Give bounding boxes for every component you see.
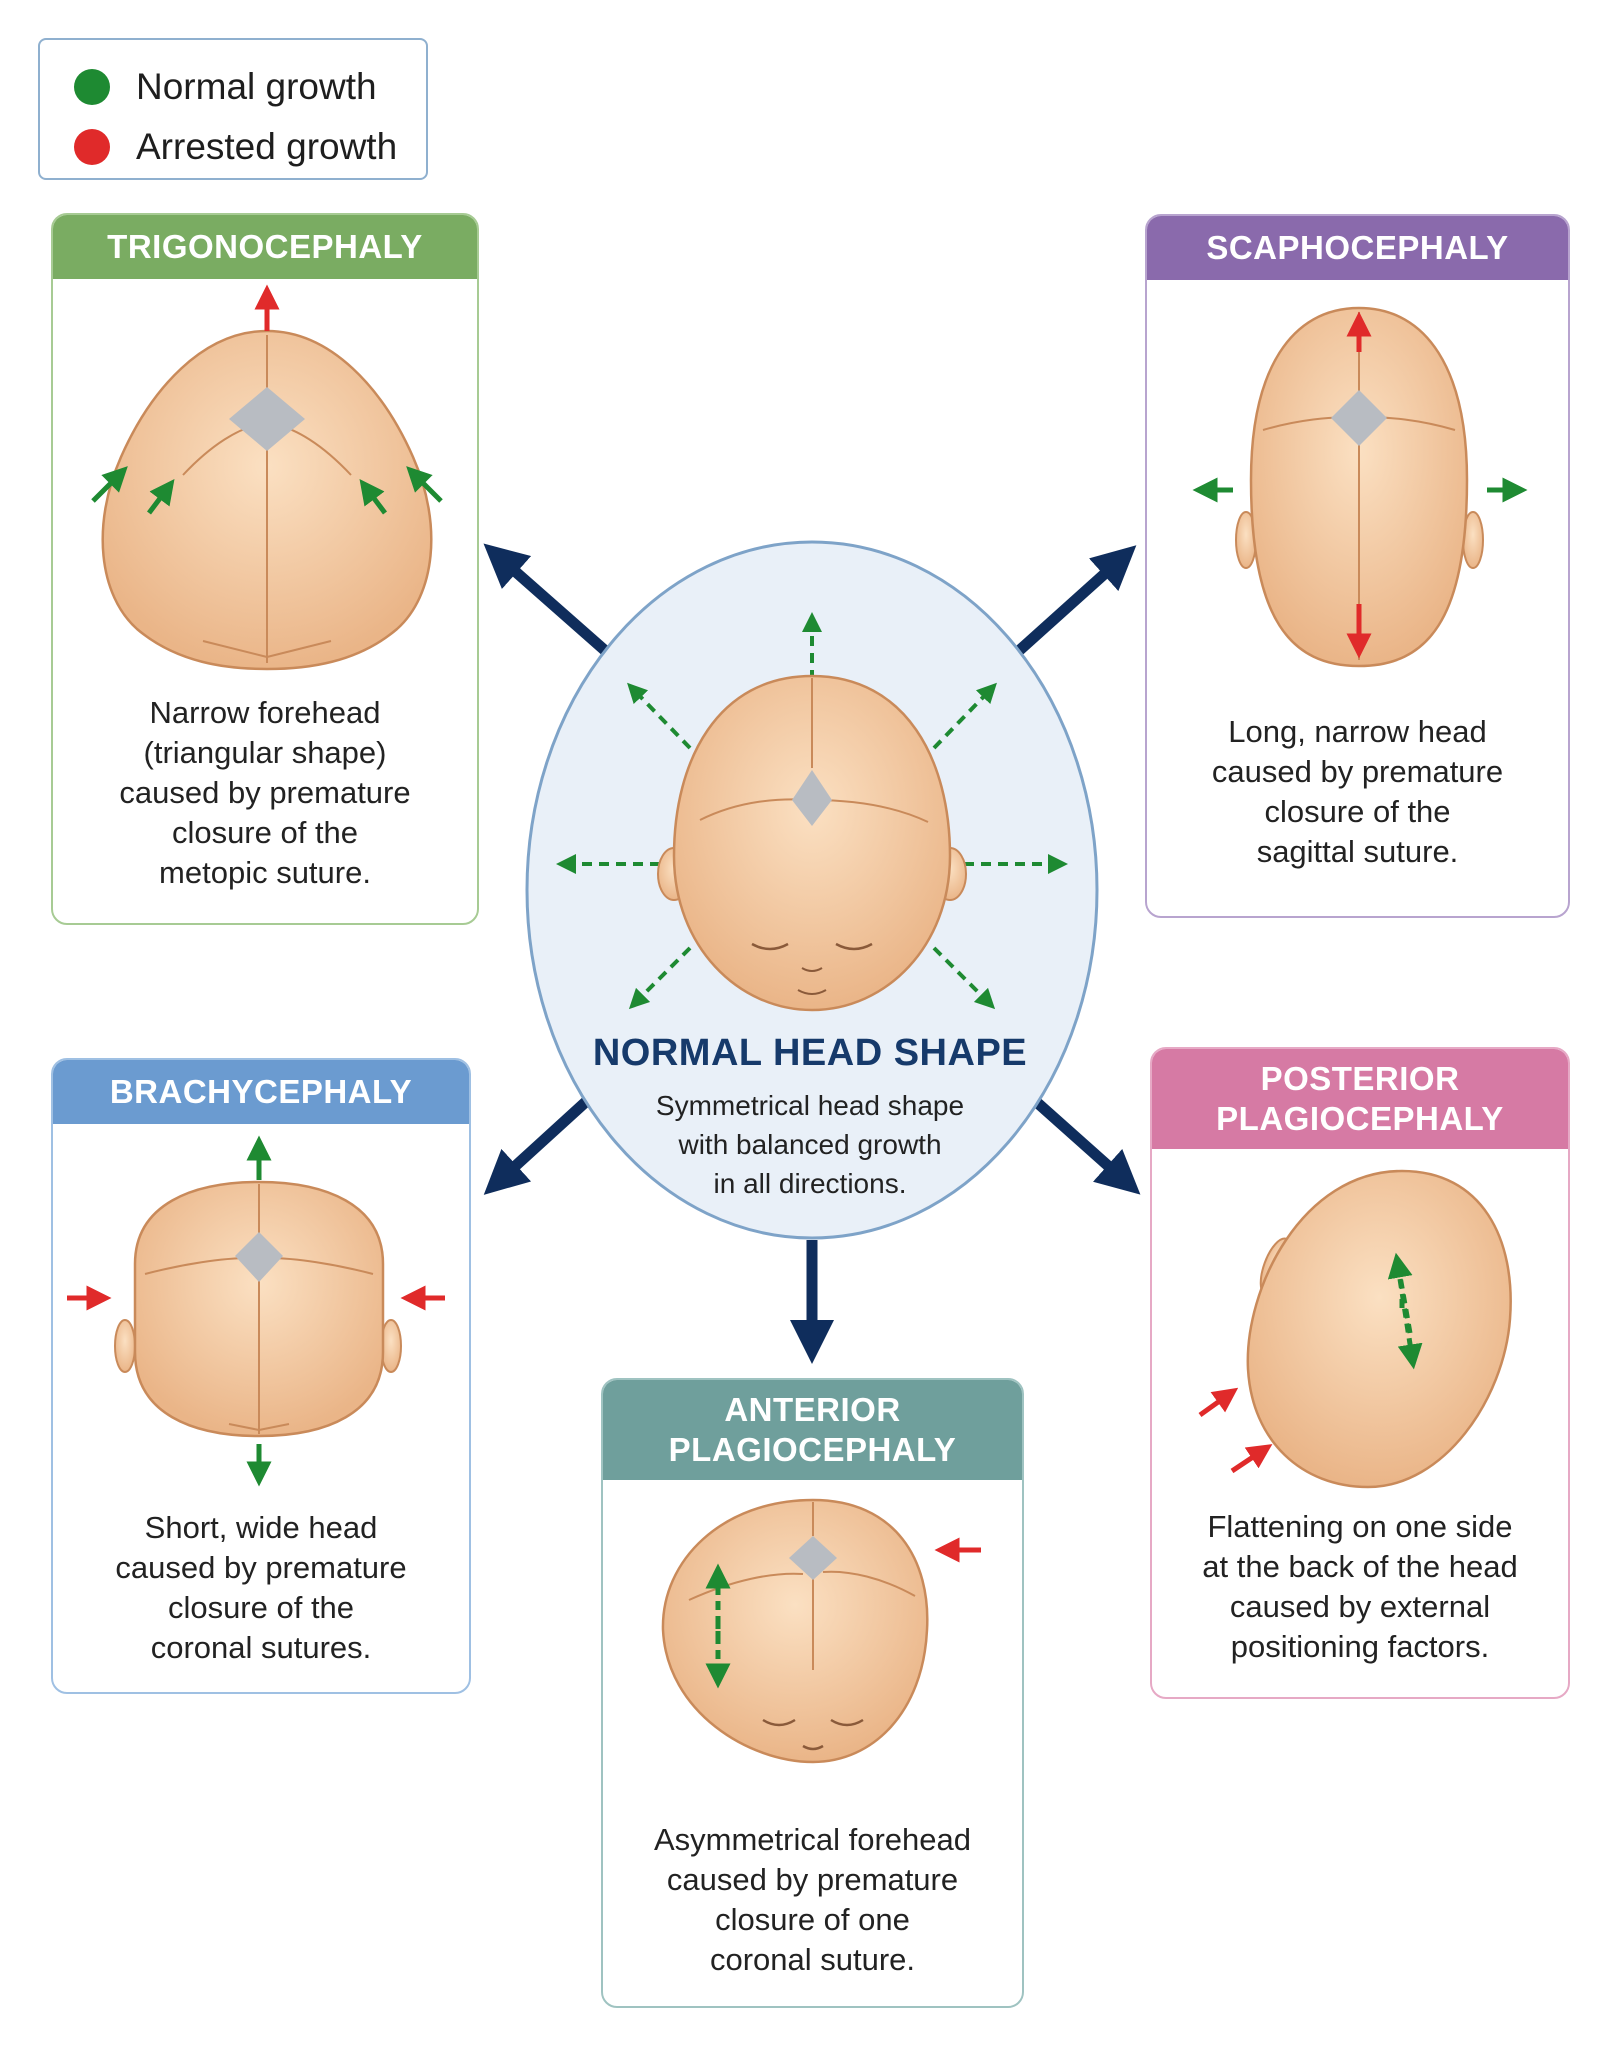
legend-arrested-label: Arrested growth bbox=[136, 126, 398, 167]
posterior-plagiocephaly-skull-illustration bbox=[1198, 1169, 1512, 1489]
legend-item-arrested: Arrested growth bbox=[74, 126, 397, 168]
green-dot-icon bbox=[74, 69, 110, 105]
panel-scaphocephaly: SCAPHOCEPHALY Long, narrow head caused b… bbox=[1145, 214, 1570, 918]
trigonocephaly-skull-illustration bbox=[91, 284, 443, 671]
connector-arrow-posterior-plagiocephaly bbox=[1028, 1093, 1141, 1195]
anterior-plagiocephaly-skull-illustration bbox=[661, 1498, 981, 1764]
panel-title: TRIGONOCEPHALY bbox=[53, 215, 477, 279]
center-title: NORMAL HEAD SHAPE bbox=[592, 1032, 1028, 1074]
connector-arrow-brachycephaly bbox=[483, 1093, 594, 1195]
panel-brachycephaly: BRACHYCEPHALY Short, wide head caused by… bbox=[51, 1058, 471, 1694]
connector-arrow-scaphocephaly bbox=[998, 545, 1137, 671]
panel-trigonocephaly: TRIGONOCEPHALY Narrow forehead (triangul… bbox=[51, 213, 479, 925]
legend-normal-label: Normal growth bbox=[136, 66, 377, 107]
connector-arrow-trigonocephaly bbox=[483, 543, 622, 667]
panel-posterior-plagiocephaly: POSTERIOR PLAGIOCEPHALY Flattening on on… bbox=[1150, 1047, 1570, 1699]
red-dot-icon bbox=[74, 129, 110, 165]
center-description: Symmetrical head shape with balanced gro… bbox=[655, 1090, 965, 1199]
panel-anterior-plagiocephaly: ANTERIOR PLAGIOCEPHALY Asymmetrical fore… bbox=[601, 1378, 1024, 2008]
panel-description: Asymmetrical forehead caused by prematur… bbox=[653, 1822, 971, 1977]
panel-title: ANTERIOR PLAGIOCEPHALY bbox=[603, 1380, 1022, 1480]
panel-description: Flattening on one side at the back of th… bbox=[1202, 1509, 1518, 1664]
normal-head-oval bbox=[525, 540, 1099, 1240]
panel-title: BRACHYCEPHALY bbox=[53, 1060, 469, 1124]
legend-item-normal: Normal growth bbox=[74, 66, 377, 108]
scaphocephaly-skull-illustration bbox=[1192, 306, 1528, 668]
legend: Normal growth Arrested growth bbox=[38, 38, 428, 180]
panel-description: Narrow forehead (triangular shape) cause… bbox=[119, 695, 411, 890]
panel-description: Short, wide head caused by premature clo… bbox=[115, 1510, 407, 1665]
panel-description: Long, narrow head caused by premature cl… bbox=[1211, 714, 1504, 869]
brachycephaly-skull-illustration bbox=[67, 1135, 445, 1487]
panel-title: POSTERIOR PLAGIOCEPHALY bbox=[1152, 1049, 1568, 1149]
panel-title: SCAPHOCEPHALY bbox=[1147, 216, 1568, 280]
